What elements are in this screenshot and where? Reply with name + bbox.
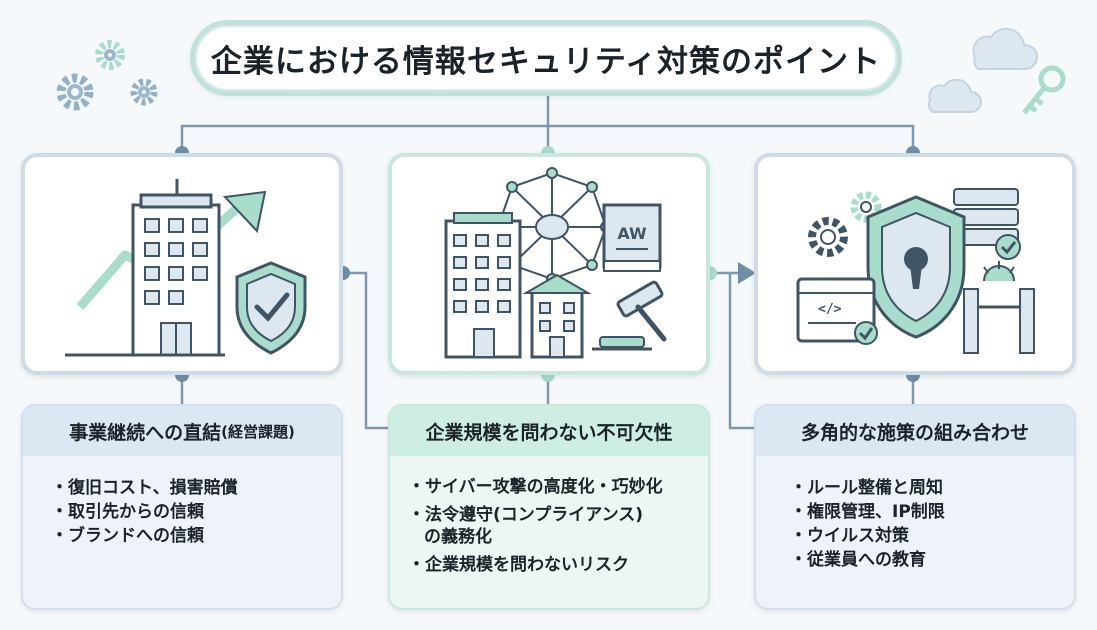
- card-essential-for-all-sizes: AW: [388, 153, 710, 375]
- gavel-icon: [592, 280, 667, 351]
- key-icon: [1022, 65, 1066, 115]
- server-check-icon: [953, 188, 1021, 260]
- list-item-line: ・法令遵守(コンプライアンス): [408, 505, 644, 525]
- side-connector-right: [710, 271, 754, 430]
- list-item: ・取引先からの信頼: [51, 502, 204, 522]
- law-book-label: AW: [617, 224, 647, 243]
- card-business-continuity: [21, 153, 343, 375]
- shield-check-icon: [235, 261, 307, 355]
- list-item: ・ルール整備と周知: [790, 478, 943, 498]
- card-multifaceted-measures: </>: [754, 153, 1076, 375]
- panel-list-mid: ・サイバー攻撃の高度化・巧妙化 ・法令遵守(コンプライアンス) の義務化 ・企業…: [390, 456, 708, 576]
- panel-heading-right: 多角的な施策の組み合わせ: [756, 406, 1074, 456]
- list-item: ・企業規模を問わないリスク: [408, 555, 629, 575]
- card-illustration-left: [65, 179, 307, 357]
- list-item: ・権限管理、IP制限: [790, 502, 945, 522]
- panel-heading-left-text: 事業継続への直結: [69, 421, 222, 444]
- list-item: ・ウイルス対策: [790, 526, 909, 546]
- panel-heading-left-note: (経営課題): [221, 422, 295, 441]
- cloud-icon: [927, 27, 1038, 113]
- panel-essential-for-all-sizes: 企業規模を問わない不可欠性 ・サイバー攻撃の高度化・巧妙化 ・法令遵守(コンプラ…: [388, 404, 710, 610]
- security-gate-icon: [963, 261, 1035, 354]
- code-window-icon: </>: [796, 277, 878, 345]
- page-title: 企業における情報セキュリティ対策のポイント: [210, 43, 882, 80]
- law-book-icon: AW: [602, 203, 662, 272]
- list-item: ・法令遵守(コンプライアンス) の義務化: [408, 504, 708, 548]
- list-item: ・従業員への教育: [790, 550, 926, 570]
- panel-business-continuity: 事業継続への直結(経営課題) ・復旧コスト、損害賠償 ・取引先からの信頼 ・ブラ…: [21, 404, 343, 610]
- arrow-head-icon: [738, 262, 756, 284]
- panel-multifaceted-measures: 多角的な施策の組み合わせ ・ルール整備と周知 ・権限管理、IP制限 ・ウイルス対…: [754, 404, 1076, 610]
- small-building-icon: [522, 273, 592, 359]
- list-item: ・ブランドへの信頼: [51, 526, 204, 546]
- panel-heading-right-text: 多角的な施策の組み合わせ: [800, 421, 1029, 444]
- panel-list-right: ・ルール整備と周知 ・権限管理、IP制限 ・ウイルス対策 ・従業員への教育: [756, 456, 1074, 572]
- list-item: ・サイバー攻撃の高度化・巧妙化: [408, 477, 663, 497]
- office-building-icon: [65, 179, 225, 357]
- code-symbol: </>: [818, 302, 842, 317]
- side-connector-left: [343, 271, 388, 430]
- top-connector: [180, 96, 915, 153]
- panel-heading-mid-text: 企業規模を問わない不可欠性: [425, 421, 673, 444]
- card-illustration-right: </>: [796, 188, 1035, 354]
- title-banner: 企業における情報セキュリティ対策のポイント: [190, 20, 902, 96]
- card-illustration-mid: AW: [444, 167, 667, 359]
- panel-list-left: ・復旧コスト、損害賠償 ・取引先からの信頼 ・ブランドへの信頼: [23, 456, 341, 548]
- panel-heading-left: 事業継続への直結(経営課題): [23, 406, 341, 456]
- panel-heading-mid: 企業規模を問わない不可欠性: [390, 406, 708, 456]
- office-building-icon: [444, 212, 522, 359]
- list-item: ・復旧コスト、損害賠償: [51, 478, 238, 498]
- shield-lock-icon: [866, 195, 966, 339]
- gears-icon: [56, 40, 158, 111]
- gear-icon: [808, 191, 882, 257]
- list-item-continuation: の義務化: [424, 527, 492, 547]
